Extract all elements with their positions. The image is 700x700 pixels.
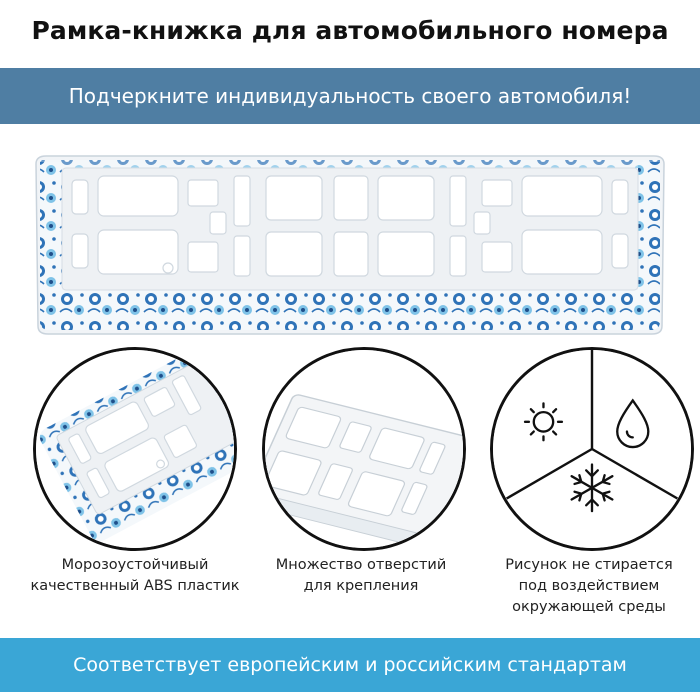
feature-caption-material: Морозоустойчивый качественный ABS пласти… bbox=[30, 557, 240, 594]
subtitle-text: Подчеркните индивидуальность своего авто… bbox=[68, 84, 632, 108]
water-drop-icon bbox=[616, 398, 650, 449]
footer-text: Соответствует европейским и российским с… bbox=[73, 654, 627, 676]
sun-icon bbox=[523, 402, 564, 442]
page-title: Рамка-книжка для автомобильного номера bbox=[31, 16, 669, 45]
weather-resistance-icon bbox=[490, 347, 694, 551]
feature-caption-holes: Множество отверстий для крепления bbox=[275, 557, 447, 594]
frame-holes-image bbox=[262, 347, 466, 551]
frame-holes-illustration bbox=[265, 350, 463, 548]
frame-closeup-image bbox=[33, 347, 237, 551]
snowflake-icon bbox=[570, 463, 614, 513]
license-plate-frame-image bbox=[30, 150, 670, 340]
subtitle-banner: Подчеркните индивидуальность своего авто… bbox=[0, 68, 700, 124]
feature-caption-print: Рисунок не стирается под воздействием ок… bbox=[505, 557, 673, 615]
weather-icons-illustration bbox=[493, 350, 691, 548]
frame-closeup-illustration bbox=[36, 350, 234, 548]
frame-illustration bbox=[35, 155, 665, 335]
footer-banner: Соответствует европейским и российским с… bbox=[0, 638, 700, 692]
